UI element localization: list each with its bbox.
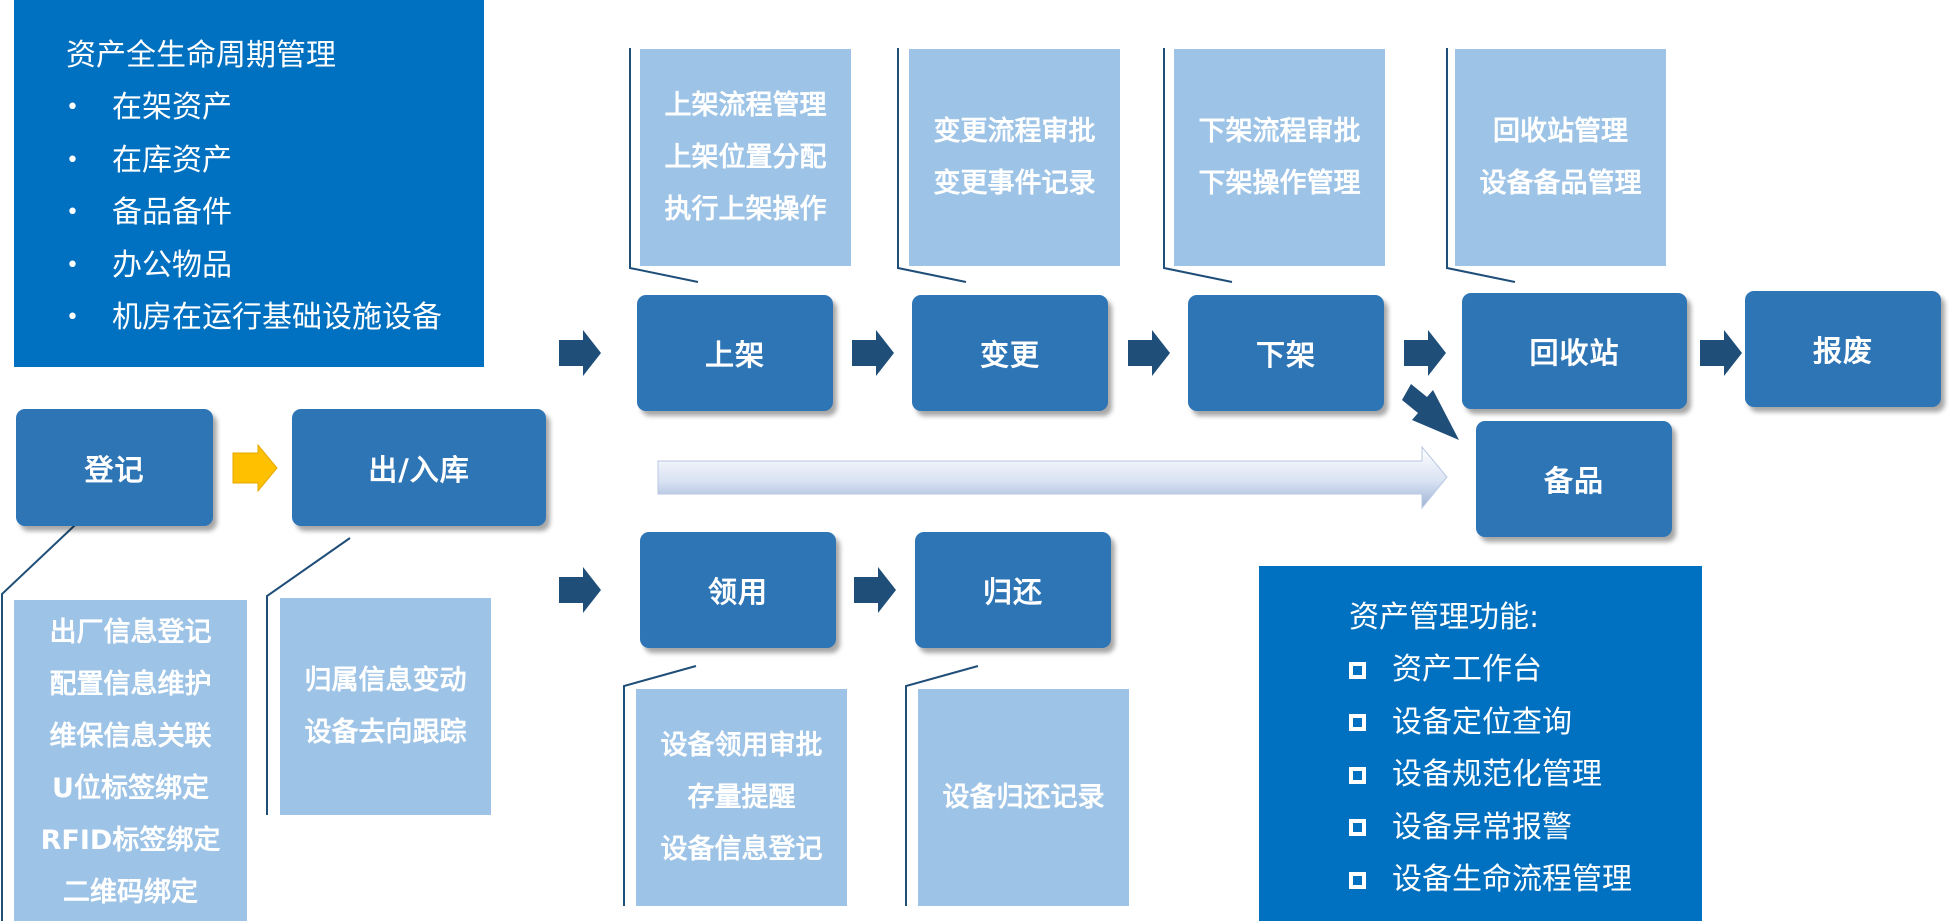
note-in-out: 归属信息变动设备去向跟踪 (280, 598, 491, 815)
arrow-icon (559, 330, 601, 376)
lifecycle-panel: 资产全生命周期管理 •在架资产 •在库资产 •备品备件 •办公物品 •机房在运行… (14, 0, 484, 367)
long-flow-arrow (657, 445, 1448, 510)
note-register-connector (0, 509, 92, 921)
node-in-out[interactable]: 出/入库 (292, 409, 546, 526)
bullet-icon: • (66, 252, 79, 278)
lifecycle-item: •机房在运行基础设施设备 (66, 292, 484, 345)
function-item-list: 资产工作台 设备定位查询 设备规范化管理 设备异常报警 设备生命流程管理 (1349, 644, 1702, 907)
function-item: 设备规范化管理 (1349, 749, 1702, 802)
note-return-connector (905, 665, 979, 906)
node-change[interactable]: 变更 (912, 295, 1108, 411)
lifecycle-item: •办公物品 (66, 240, 484, 293)
checkbox-square-icon (1349, 871, 1366, 889)
arrow-icon (232, 443, 278, 493)
note-collect: 设备领用审批存量提醒设备信息登记 (636, 689, 847, 906)
arrow-icon (852, 330, 894, 376)
note-change-connector (897, 48, 967, 283)
arrow-icon (559, 567, 601, 613)
node-recycle[interactable]: 回收站 (1462, 293, 1687, 409)
checkbox-square-icon (1349, 766, 1366, 784)
note-unshelve: 下架流程审批下架操作管理 (1174, 49, 1385, 266)
node-register[interactable]: 登记 (16, 409, 213, 526)
note-shelve-connector (629, 48, 699, 283)
note-change: 变更流程审批变更事件记录 (909, 49, 1120, 266)
checkbox-square-icon (1349, 819, 1366, 837)
lifecycle-item: •备品备件 (66, 187, 484, 240)
function-item: 设备定位查询 (1349, 697, 1702, 750)
arrow-icon (1404, 330, 1446, 376)
bullet-icon: • (66, 305, 79, 330)
node-return[interactable]: 归还 (915, 532, 1111, 648)
bullet-icon: • (66, 95, 79, 120)
lifecycle-panel-title: 资产全生命周期管理 (66, 38, 336, 73)
note-in-out-connector (266, 537, 351, 815)
function-panel: 资产管理功能: 资产工作台 设备定位查询 设备规范化管理 设备异常报警 设备生命… (1259, 566, 1702, 921)
arrow-icon (1402, 384, 1459, 440)
node-shelve[interactable]: 上架 (637, 295, 833, 411)
node-spare[interactable]: 备品 (1476, 421, 1672, 537)
bullet-icon: • (66, 147, 79, 173)
note-recycle: 回收站管理设备备品管理 (1455, 49, 1666, 266)
note-collect-connector (623, 665, 697, 906)
lifecycle-item: •在架资产 (66, 82, 484, 135)
note-unshelve-connector (1163, 48, 1233, 283)
lifecycle-item: •在库资产 (66, 135, 484, 188)
note-shelve: 上架流程管理上架位置分配执行上架操作 (640, 49, 851, 266)
note-return: 设备归还记录 (918, 689, 1129, 906)
arrow-icon (1128, 330, 1170, 376)
lifecycle-item-list: •在架资产 •在库资产 •备品备件 •办公物品 •机房在运行基础设施设备 (66, 82, 484, 345)
function-panel-title: 资产管理功能: (1349, 600, 1540, 635)
node-unshelve[interactable]: 下架 (1188, 295, 1384, 411)
bullet-icon: • (66, 200, 79, 225)
node-collect[interactable]: 领用 (640, 532, 836, 648)
arrow-icon (1700, 330, 1742, 376)
checkbox-square-icon (1349, 661, 1366, 679)
arrow-icon (854, 567, 896, 613)
node-scrap[interactable]: 报废 (1745, 291, 1941, 407)
function-item: 资产工作台 (1349, 644, 1702, 697)
note-recycle-connector (1446, 48, 1516, 283)
function-item: 设备生命流程管理 (1349, 854, 1702, 907)
checkbox-square-icon (1349, 714, 1366, 732)
function-item: 设备异常报警 (1349, 802, 1702, 855)
